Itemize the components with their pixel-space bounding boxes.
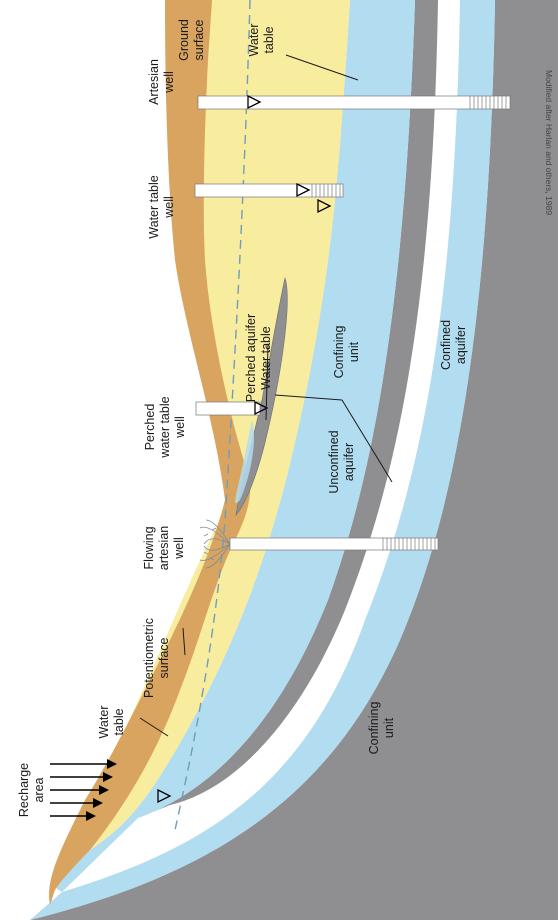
confined-aquifer-label: Confined aquifer bbox=[439, 320, 468, 370]
flowing-artesian-well-screen bbox=[382, 538, 436, 550]
down-arrow-icon bbox=[50, 811, 96, 821]
svg-text:well: well bbox=[162, 196, 176, 219]
confining-unit-mid-label: Confining unit bbox=[332, 326, 361, 379]
inverted-triangle-icon bbox=[317, 198, 332, 214]
svg-text:well: well bbox=[172, 537, 186, 560]
svg-text:Perched aquifer: Perched aquifer bbox=[244, 314, 258, 402]
inverted-triangle-icon bbox=[254, 400, 269, 416]
down-arrow-icon bbox=[50, 772, 113, 782]
svg-text:Water: Water bbox=[247, 24, 261, 57]
svg-text:surface: surface bbox=[157, 637, 171, 678]
recharge-area-label: Recharge area bbox=[17, 763, 46, 817]
svg-text:unit: unit bbox=[347, 341, 361, 362]
ground-surface-label: Ground surface bbox=[177, 19, 206, 61]
water-spray-icon bbox=[199, 519, 231, 569]
water-table-top-leader bbox=[285, 54, 359, 81]
artesian-well bbox=[197, 94, 511, 110]
inverted-triangle-icon bbox=[296, 182, 311, 198]
unsaturated-zone-layer bbox=[54, 0, 350, 880]
artesian-well-screen bbox=[469, 96, 507, 109]
inverted-triangle-icon bbox=[157, 788, 172, 804]
svg-text:Confining: Confining bbox=[367, 702, 381, 755]
svg-text:Ground: Ground bbox=[177, 19, 191, 61]
down-arrow-icon bbox=[50, 798, 103, 808]
down-arrow-icon bbox=[50, 785, 109, 795]
artesian-well-casing bbox=[197, 95, 511, 110]
confining-unit-bottom-label: Confining unit bbox=[367, 702, 396, 755]
svg-text:water table: water table bbox=[158, 396, 172, 458]
down-arrow-icon bbox=[50, 759, 117, 769]
potentiometric-surface-line bbox=[174, 0, 251, 831]
water-table-well bbox=[194, 182, 344, 198]
perched-water-table-well-label: Perched water table well bbox=[143, 396, 187, 458]
water-table-top-label: Water table bbox=[247, 24, 276, 57]
unconfined-aquifer-saturated-zone bbox=[51, 0, 415, 892]
water-table-well-label: Water table well bbox=[147, 175, 176, 239]
svg-text:Recharge: Recharge bbox=[17, 763, 31, 817]
middle-confining-unit-layer bbox=[138, 0, 438, 818]
svg-text:Water table: Water table bbox=[147, 175, 161, 239]
flowing-artesian-well-label: Flowing artesian well bbox=[142, 526, 186, 571]
water-table-left-label: Water table bbox=[97, 706, 126, 739]
potentiometric-surface-leader bbox=[182, 627, 186, 656]
confining-unit-leader-1 bbox=[274, 394, 343, 401]
confining-unit-leader-2 bbox=[341, 399, 393, 483]
artesian-well-label: Artesian well bbox=[147, 59, 176, 105]
water-table-left-leader bbox=[139, 717, 169, 737]
svg-text:Flowing: Flowing bbox=[142, 526, 156, 569]
svg-text:Confining: Confining bbox=[332, 326, 346, 379]
svg-text:table: table bbox=[262, 26, 276, 53]
perched-water-table-well bbox=[195, 400, 269, 416]
svg-text:Perched: Perched bbox=[143, 404, 157, 451]
svg-text:well: well bbox=[162, 71, 176, 94]
ground-surface-soil-layer bbox=[49, 0, 251, 905]
potentiometric-surface-label: Potentiometric surface bbox=[142, 618, 171, 698]
svg-text:Artesian: Artesian bbox=[147, 59, 161, 105]
svg-text:table: table bbox=[112, 708, 126, 735]
svg-text:Confined: Confined bbox=[439, 320, 453, 370]
svg-text:aquifer: aquifer bbox=[454, 326, 468, 364]
svg-text:Potentiometric: Potentiometric bbox=[142, 618, 156, 698]
recharge-arrows bbox=[50, 759, 117, 821]
water-table-well-screen bbox=[311, 184, 341, 197]
unconfined-aquifer-label: Unconfined aquifer bbox=[327, 430, 356, 493]
water-table-well-casing bbox=[194, 183, 344, 198]
lower-confining-unit-layer bbox=[30, 0, 558, 920]
svg-text:Unconfined: Unconfined bbox=[327, 430, 341, 493]
svg-text:Water: Water bbox=[97, 706, 111, 739]
perched-well-casing bbox=[195, 401, 261, 416]
perched-aquifer-label: Perched aquifer Water table bbox=[244, 314, 273, 402]
source-note: Modified after Harlan and others, 1989 bbox=[544, 70, 554, 215]
svg-text:area: area bbox=[32, 777, 46, 802]
svg-text:aquifer: aquifer bbox=[342, 443, 356, 481]
flowing-artesian-well bbox=[199, 519, 439, 569]
svg-text:surface: surface bbox=[192, 19, 206, 60]
svg-text:unit: unit bbox=[382, 717, 396, 738]
svg-text:artesian: artesian bbox=[157, 526, 171, 571]
perched-aquifer-zone bbox=[235, 420, 255, 504]
svg-text:Water table: Water table bbox=[259, 326, 273, 390]
svg-text:well: well bbox=[173, 416, 187, 439]
inverted-triangle-icon bbox=[247, 94, 262, 110]
perched-water-table-leader bbox=[265, 344, 269, 421]
